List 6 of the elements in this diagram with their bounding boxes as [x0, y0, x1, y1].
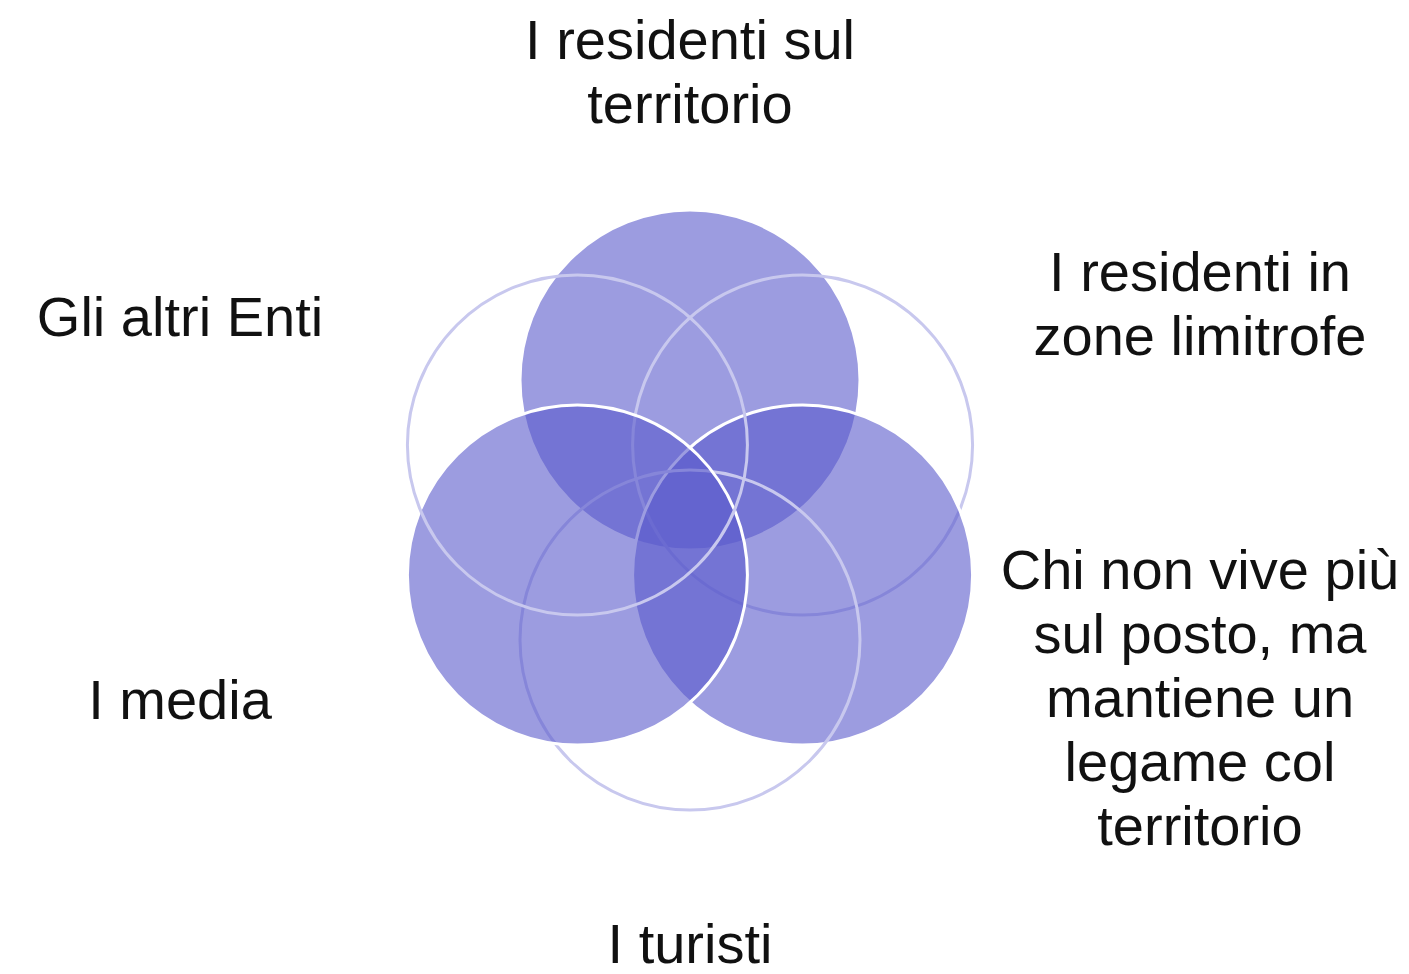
label-text: I turisti [606, 912, 774, 974]
label-text: I media [87, 668, 273, 732]
label-text: Chi non vive più sul posto, ma mantiene un legame col territorio [999, 538, 1401, 858]
label-text: Gli altri Enti [35, 285, 325, 349]
label-text: I residenti sul territorio [524, 8, 856, 136]
label-text: I residenti in zone limitrofe [1032, 240, 1368, 368]
